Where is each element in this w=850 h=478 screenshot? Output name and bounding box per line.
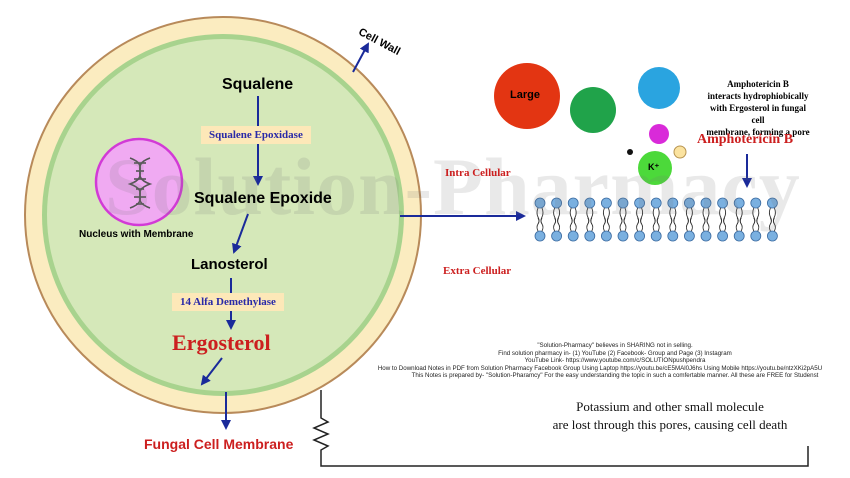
magenta-molecule xyxy=(649,124,669,144)
lipid-tail xyxy=(702,217,710,232)
lipid-tail xyxy=(768,217,776,232)
lipid-head xyxy=(650,197,662,209)
connector-line xyxy=(312,390,809,467)
note-line-3: YouTube Link- https://www.youtube.com/c/… xyxy=(524,357,706,364)
watermark: Solution-Pharmacy xyxy=(105,141,801,232)
alfa-demethylase-label: 14 Alfa Demethylase xyxy=(172,293,284,311)
lipid-head xyxy=(634,197,645,209)
lipid-tail xyxy=(669,217,677,232)
lipid-head xyxy=(717,230,728,242)
lipid-tail xyxy=(569,217,577,232)
note-line-5: This Notes is prepared by- "Solution-Pha… xyxy=(411,372,819,379)
lipid-tail xyxy=(602,217,610,232)
arrow-epoxide-to-lanosterol xyxy=(232,213,249,254)
lipid-head xyxy=(667,197,679,209)
lipid-bilayer xyxy=(534,197,778,242)
lipid-tail xyxy=(619,217,627,232)
lipid-head xyxy=(650,230,662,242)
lipid-head xyxy=(601,230,612,242)
nucleus xyxy=(94,137,184,227)
lipid-head xyxy=(717,197,728,209)
lipid-head xyxy=(584,230,596,242)
lipid-tail xyxy=(685,217,693,232)
arrow-cell-wall-pointer xyxy=(352,42,369,73)
lipid-head xyxy=(733,230,745,242)
lipid-tail xyxy=(586,217,594,232)
large-molecule-label: Large xyxy=(510,89,540,101)
lipid-head xyxy=(567,230,579,242)
nucleus-label: Nucleus with Membrane xyxy=(79,229,194,240)
conclusion-line-1: Potassium and other small molecule xyxy=(576,399,764,414)
lipid-tail xyxy=(752,217,760,232)
k-ion-label: K⁺ xyxy=(648,162,660,172)
large-molecule xyxy=(494,63,560,129)
fungal-cell-membrane-label: Fungal Cell Membrane xyxy=(144,436,294,452)
lipid-head xyxy=(534,197,546,209)
lipid-head xyxy=(601,197,612,209)
squalene-epoxide-label: Squalene Epoxide xyxy=(194,190,332,207)
blue-molecule xyxy=(638,67,680,109)
notes-block: "Solution-Pharmacy" believes in SHARING … xyxy=(378,342,830,380)
lipid-head xyxy=(667,230,679,242)
cytoplasm xyxy=(47,39,399,391)
conclusion-text: Potassium and other small molecule are l… xyxy=(520,398,820,434)
lipid-head xyxy=(767,197,778,209)
note-line-2: Find solution pharmacy in- (1) YouTube (… xyxy=(498,349,732,357)
ergosterol-label: Ergosterol xyxy=(172,330,271,355)
lipid-head xyxy=(634,230,645,242)
lipid-head xyxy=(750,230,762,242)
lipid-head xyxy=(684,230,695,242)
lipid-tail xyxy=(536,217,544,232)
lipid-head xyxy=(750,197,762,209)
description-line-3: with Ergosterol in fungal cell xyxy=(709,103,807,125)
squalene-epoxidase-label: Squalene Epoxidase xyxy=(201,126,311,144)
lipid-tail xyxy=(636,217,644,232)
lipid-head xyxy=(700,230,712,242)
green-molecule xyxy=(570,87,616,133)
lipid-head xyxy=(534,230,546,242)
lipid-head xyxy=(700,197,712,209)
lipid-head xyxy=(551,230,562,242)
lipid-head xyxy=(733,197,745,209)
lipid-tail xyxy=(652,217,660,232)
arrow-ergosterol-to-membrane xyxy=(200,357,223,386)
squalene-label: Squalene xyxy=(222,76,294,93)
lanosterol-label: Lanosterol xyxy=(191,256,268,273)
lipid-tail xyxy=(719,217,727,232)
lipid-tail xyxy=(735,217,743,232)
lipid-head xyxy=(617,197,629,209)
small-yellow-molecule xyxy=(673,145,687,159)
conclusion-line-2: are lost through this pores, causing cel… xyxy=(552,417,788,432)
lipid-head xyxy=(551,197,562,209)
lipid-head xyxy=(567,197,579,209)
amphotericin-description: Amphotericin B interacts hydrophiobicall… xyxy=(703,78,813,138)
description-line-2: interacts hydrophiobically xyxy=(707,91,809,101)
lipid-head xyxy=(584,197,596,209)
intra-cellular-label: Intra Cellular xyxy=(445,167,511,179)
lipid-head xyxy=(684,197,695,209)
amphotericin-b-label: Amphotericin B xyxy=(697,132,794,147)
dna-icon xyxy=(127,157,153,209)
lipid-head xyxy=(617,230,629,242)
extra-cellular-label: Extra Cellular xyxy=(443,265,512,277)
k-ion xyxy=(638,151,672,185)
description-line-4: membrane, forming a pore xyxy=(706,127,810,137)
lipid-head xyxy=(767,230,778,242)
small-black-molecule xyxy=(627,149,633,155)
note-line-1: "Solution-Pharmacy" believes in SHARING … xyxy=(537,342,693,349)
lipid-tail xyxy=(553,217,561,232)
note-line-4: How to Download Notes in PDF from Soluti… xyxy=(377,364,823,372)
description-line-1: Amphotericin B xyxy=(727,79,789,89)
